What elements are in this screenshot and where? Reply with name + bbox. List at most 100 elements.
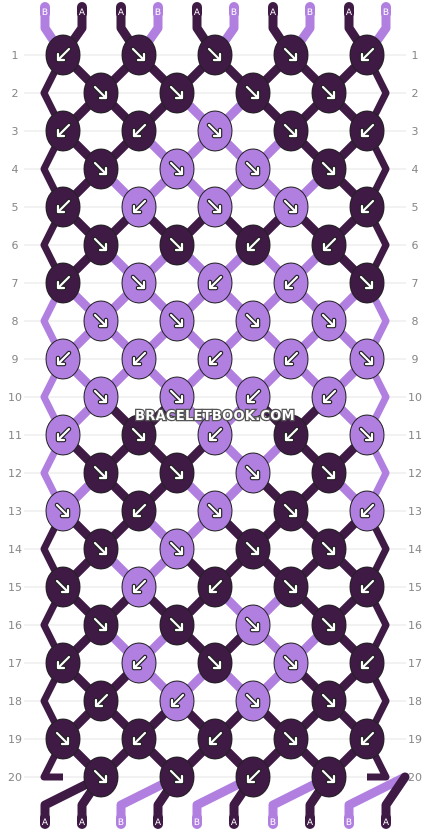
arrow-down-left-icon (56, 427, 71, 442)
knot (311, 452, 347, 494)
top-thread-tip (381, 2, 391, 19)
arrow-down-right-icon (55, 503, 70, 518)
arrow-down-left-icon (56, 123, 71, 138)
top-thread-label: B (307, 8, 313, 18)
top-thread-tip (344, 2, 354, 19)
top-thread-tip (305, 2, 315, 19)
row-number-right: 7 (412, 277, 419, 290)
knot (45, 718, 81, 760)
row-number-left: 1 (12, 49, 19, 62)
knot (159, 224, 195, 266)
knot (273, 642, 309, 684)
row-number-left: 6 (12, 239, 19, 252)
knot (159, 148, 195, 190)
knot (197, 414, 233, 456)
knot (349, 110, 385, 152)
arrow-down-right-icon (93, 769, 108, 784)
top-thread-label: A (270, 8, 277, 18)
top-thread-label: A (346, 8, 353, 18)
arrow-down-right-icon (283, 731, 298, 746)
arrow-down-left-icon (94, 693, 109, 708)
top-thread-tip (192, 2, 202, 19)
row-number-left: 9 (12, 353, 19, 366)
row-number-left: 18 (8, 695, 22, 708)
knot (235, 224, 271, 266)
arrow-down-right-icon (321, 313, 336, 328)
knot (273, 414, 309, 456)
knot (311, 224, 347, 266)
arrow-down-right-icon (321, 617, 336, 632)
bottom-thread-label: A (155, 818, 162, 828)
arrow-down-left-icon (360, 47, 375, 62)
knot (311, 300, 347, 342)
arrow-down-right-icon (283, 579, 298, 594)
arrow-down-right-icon (283, 655, 298, 670)
arrow-down-left-icon (208, 351, 223, 366)
knot (273, 186, 309, 228)
arrow-down-right-icon (359, 275, 374, 290)
row-number-left: 20 (8, 771, 22, 784)
knot (121, 490, 157, 532)
top-thread-tip (77, 2, 87, 19)
arrow-down-right-icon (245, 313, 260, 328)
knot (349, 338, 385, 380)
arrow-down-left-icon (246, 389, 261, 404)
top-thread-label: B (155, 8, 161, 18)
arrow-down-left-icon (56, 47, 71, 62)
bottom-thread-tip (381, 812, 391, 829)
knot (273, 34, 309, 76)
arrow-down-right-icon (321, 769, 336, 784)
row-number-right: 17 (408, 657, 422, 670)
knot (273, 490, 309, 532)
row-number-left: 17 (8, 657, 22, 670)
row-number-right: 10 (408, 391, 422, 404)
arrow-down-left-icon (246, 769, 261, 784)
knot (349, 718, 385, 760)
top-thread-tip (153, 2, 163, 19)
arrow-down-left-icon (322, 237, 337, 252)
knot (273, 262, 309, 304)
knot (197, 566, 233, 608)
top-thread-tip (116, 2, 126, 19)
top-thread-label: B (383, 8, 389, 18)
bottom-thread-label: B (118, 818, 124, 828)
knot (235, 300, 271, 342)
top-thread-label: A (194, 8, 201, 18)
arrow-down-right-icon (93, 237, 108, 252)
row-number-right: 19 (408, 733, 422, 746)
row-number-left: 2 (12, 87, 19, 100)
bottom-thread-tip (153, 812, 163, 829)
watermark: BRACELETBOOK.COM (135, 409, 295, 424)
knot (311, 528, 347, 570)
arrow-down-right-icon (321, 161, 336, 176)
arrow-down-left-icon (360, 199, 375, 214)
row-number-left: 5 (12, 201, 19, 214)
knot (45, 414, 81, 456)
arrow-down-left-icon (56, 655, 71, 670)
bottom-thread-tip (344, 812, 354, 829)
knot (45, 262, 81, 304)
arrow-down-left-icon (284, 275, 299, 290)
arrow-down-left-icon (132, 655, 147, 670)
knot (349, 566, 385, 608)
arrow-down-right-icon (169, 617, 184, 632)
row-number-right: 20 (408, 771, 422, 784)
knot (121, 338, 157, 380)
arrow-down-left-icon (208, 579, 223, 594)
arrow-down-right-icon (321, 693, 336, 708)
knot (311, 680, 347, 722)
knot (45, 490, 81, 532)
knot (159, 452, 195, 494)
row-number-right: 6 (412, 239, 419, 252)
arrow-down-left-icon (208, 427, 223, 442)
bottom-thread-label: A (231, 818, 238, 828)
arrow-down-right-icon (321, 465, 336, 480)
knot (235, 680, 271, 722)
knot-grid (45, 34, 385, 798)
arrow-down-right-icon (93, 541, 108, 556)
knot (45, 338, 81, 380)
knot (45, 34, 81, 76)
knot (311, 376, 347, 418)
top-thread-tip (40, 2, 50, 19)
